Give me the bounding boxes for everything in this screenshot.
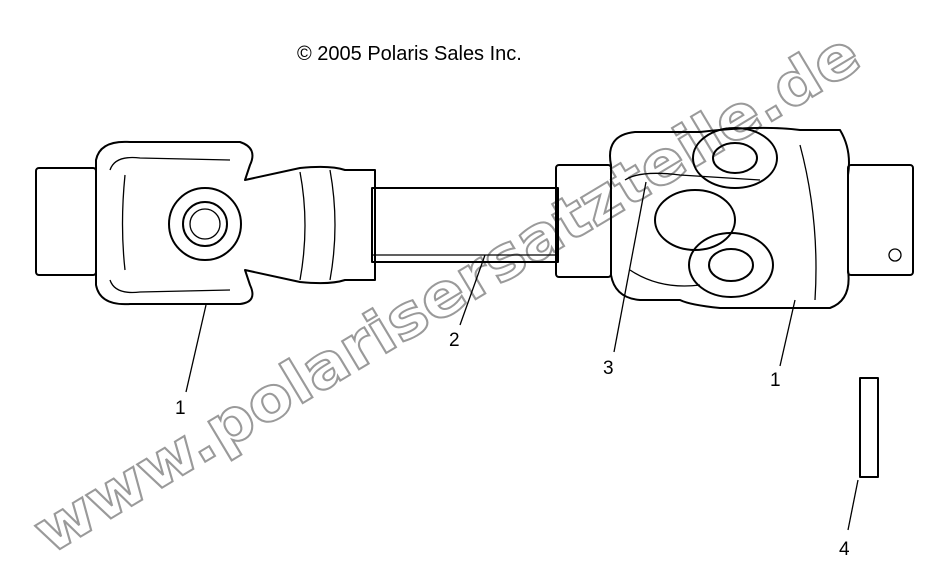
callout-2: 2 [449, 330, 460, 351]
watermark: www.polarisersatzteile.de [22, 19, 872, 568]
shaft-tube [371, 187, 559, 263]
u-joint-left [35, 140, 376, 306]
u-joint-right [555, 126, 914, 309]
callout-4: 4 [839, 539, 850, 560]
callout-1-left: 1 [175, 398, 186, 419]
key-part [859, 377, 879, 478]
copyright-text: © 2005 Polaris Sales Inc. [297, 43, 522, 65]
callout-3: 3 [603, 358, 614, 379]
callout-1-right: 1 [770, 370, 781, 391]
leader-lines [185, 181, 859, 531]
